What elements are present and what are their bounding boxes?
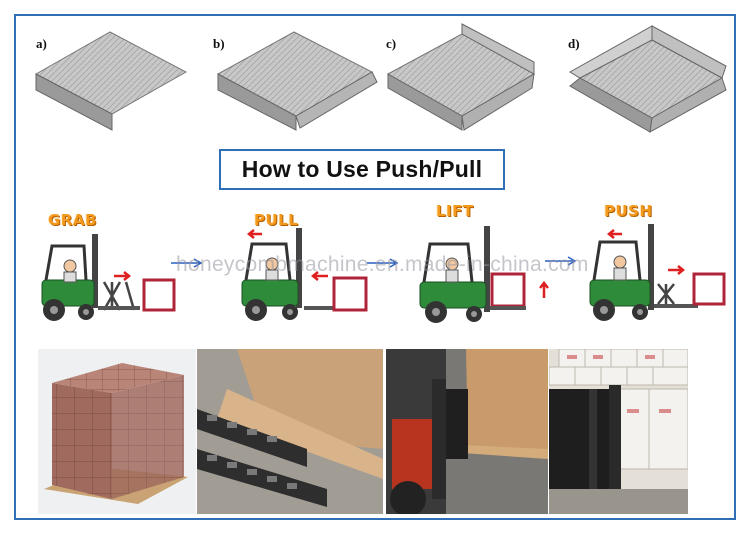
title-box: How to Use Push/Pull: [219, 149, 505, 190]
push-pull-attachment-warehouse-photo: [549, 349, 688, 514]
slip-sheet-four-tabs: [569, 25, 727, 133]
slip-sheet-three-tabs: [386, 23, 536, 131]
push-pull-fork-plates-photo: [197, 349, 383, 514]
forklift-grab-illustration: [41, 234, 176, 321]
step-label-pull: PULL: [254, 211, 299, 229]
forklift-lift-illustration: [419, 226, 549, 323]
step-label-lift: LIFT: [436, 202, 474, 220]
slip-sheet-two-tabs: [216, 31, 378, 131]
watermark: honeycombmachine.en.made-in-china.com: [176, 253, 589, 276]
forklift-pull-illustration: [241, 228, 368, 321]
arrow-right-icon: [545, 256, 577, 266]
arrow-right-icon: [367, 258, 399, 268]
sheet-label-d: d): [568, 36, 580, 51]
page-title: How to Use Push/Pull: [241, 156, 483, 182]
arrow-right-icon: [171, 258, 203, 268]
sheet-label-b: b): [213, 36, 225, 51]
sheet-label-c: c): [386, 36, 397, 51]
step-label-push: PUSH: [604, 202, 653, 220]
step-label-grab: GRAB: [48, 211, 97, 229]
slip-sheet-one-tab: [34, 31, 188, 131]
sheet-label-a: a): [36, 36, 47, 51]
forklift-push-illustration: [589, 224, 726, 321]
pallet-of-boxes-photo: [38, 349, 196, 514]
forklift-pulling-load-photo: [386, 349, 548, 514]
